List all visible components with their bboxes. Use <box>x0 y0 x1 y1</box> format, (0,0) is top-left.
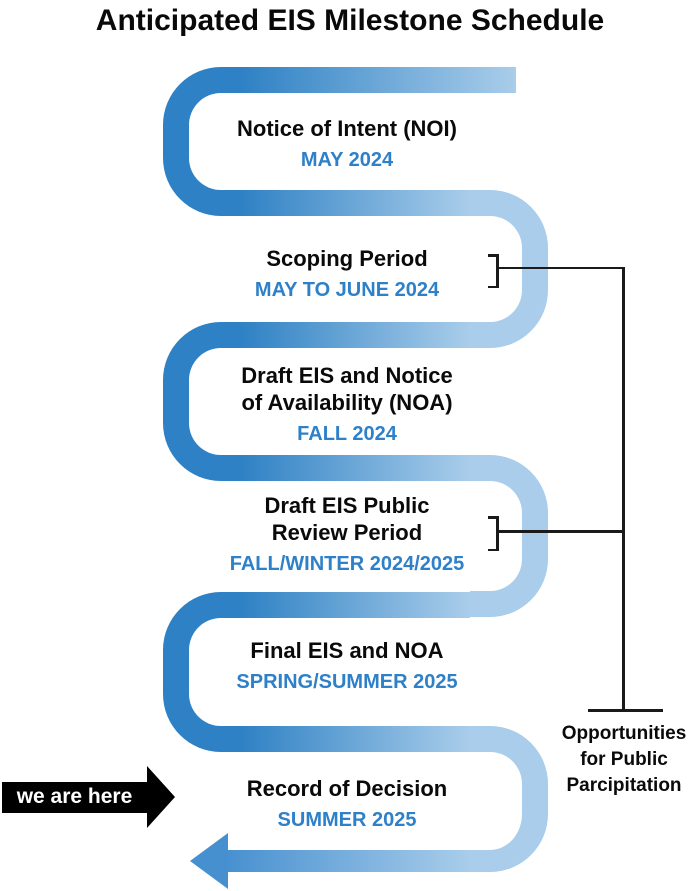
milestone-title-line: Notice of Intent (NOI) <box>237 116 457 141</box>
milestone-title: Scoping Period <box>192 245 502 272</box>
milestone-title-line: Final EIS and NOA <box>250 638 444 663</box>
public-participation-label-line: Parcipitation <box>566 775 682 796</box>
connector-vertical-line <box>622 266 625 712</box>
milestone-date: SPRING/SUMMER 2025 <box>236 671 458 693</box>
bracket-review-tick-top <box>488 516 499 519</box>
milestone-title-line: Record of Decision <box>246 776 448 801</box>
ribbon-run-2 <box>240 190 470 216</box>
milestone-scoping-period: Scoping Period MAY TO JUNE 2024 <box>192 245 502 302</box>
milestone-date: FALL/WINTER 2024/2025 <box>229 553 465 575</box>
bracket-scoping-tick-top <box>488 254 499 257</box>
milestone-notice-of-intent: Notice of Intent (NOI) MAY 2024 <box>192 115 502 172</box>
public-participation-label-line: Opportunities <box>561 723 687 744</box>
milestone-date: MAY 2024 <box>300 149 394 171</box>
bracket-scoping-spine <box>496 254 499 288</box>
milestone-date: SUMMER 2025 <box>277 809 417 831</box>
we-are-here-arrowhead-icon <box>147 766 175 828</box>
milestone-date: FALL 2024 <box>297 423 397 445</box>
public-participation-label: Opportunities for Public Parcipitation <box>544 721 700 799</box>
connector-scoping-line <box>498 266 624 269</box>
milestone-title-line: of Availability (NOA) <box>241 390 453 415</box>
ribbon-arrowhead-icon <box>190 833 228 889</box>
milestone-draft-eis-public-review: Draft EIS Public Review Period FALL/WINT… <box>192 492 502 576</box>
milestone-title-line: Draft EIS Public <box>264 493 430 518</box>
bracket-scoping-tick-bottom <box>488 285 499 288</box>
milestone-title: Record of Decision <box>192 775 502 802</box>
milestone-title: Notice of Intent (NOI) <box>192 115 502 142</box>
milestone-title: Draft EIS and Notice of Availability (NO… <box>192 362 502 416</box>
milestone-record-of-decision: Record of Decision SUMMER 2025 <box>192 775 502 832</box>
public-participation-label-line: for Public <box>580 749 668 770</box>
ribbon-run-7 <box>226 850 470 872</box>
milestone-title-line: Review Period <box>271 520 423 545</box>
ribbon-run-5 <box>240 592 470 618</box>
connector-end-bar <box>588 709 663 712</box>
page-title: Anticipated EIS Milestone Schedule <box>95 4 605 37</box>
bracket-review-spine <box>496 516 499 551</box>
connector-review-line <box>498 530 624 533</box>
milestone-title: Draft EIS Public Review Period <box>192 492 502 546</box>
milestone-title-line: Draft EIS and Notice <box>241 363 453 388</box>
milestone-title: Final EIS and NOA <box>192 637 502 664</box>
milestone-date: MAY TO JUNE 2024 <box>254 279 440 301</box>
bracket-review-tick-bottom <box>488 548 499 551</box>
we-are-here-arrow: we are here <box>2 782 147 813</box>
ribbon-run-4 <box>240 455 470 481</box>
milestone-title-line: Scoping Period <box>266 246 428 271</box>
ribbon-run-3 <box>240 322 470 348</box>
milestone-draft-eis-noa: Draft EIS and Notice of Availability (NO… <box>192 362 502 446</box>
ribbon-run-6 <box>240 726 470 752</box>
milestone-final-eis-noa: Final EIS and NOA SPRING/SUMMER 2025 <box>192 637 502 694</box>
ribbon-run-1 <box>240 67 516 93</box>
